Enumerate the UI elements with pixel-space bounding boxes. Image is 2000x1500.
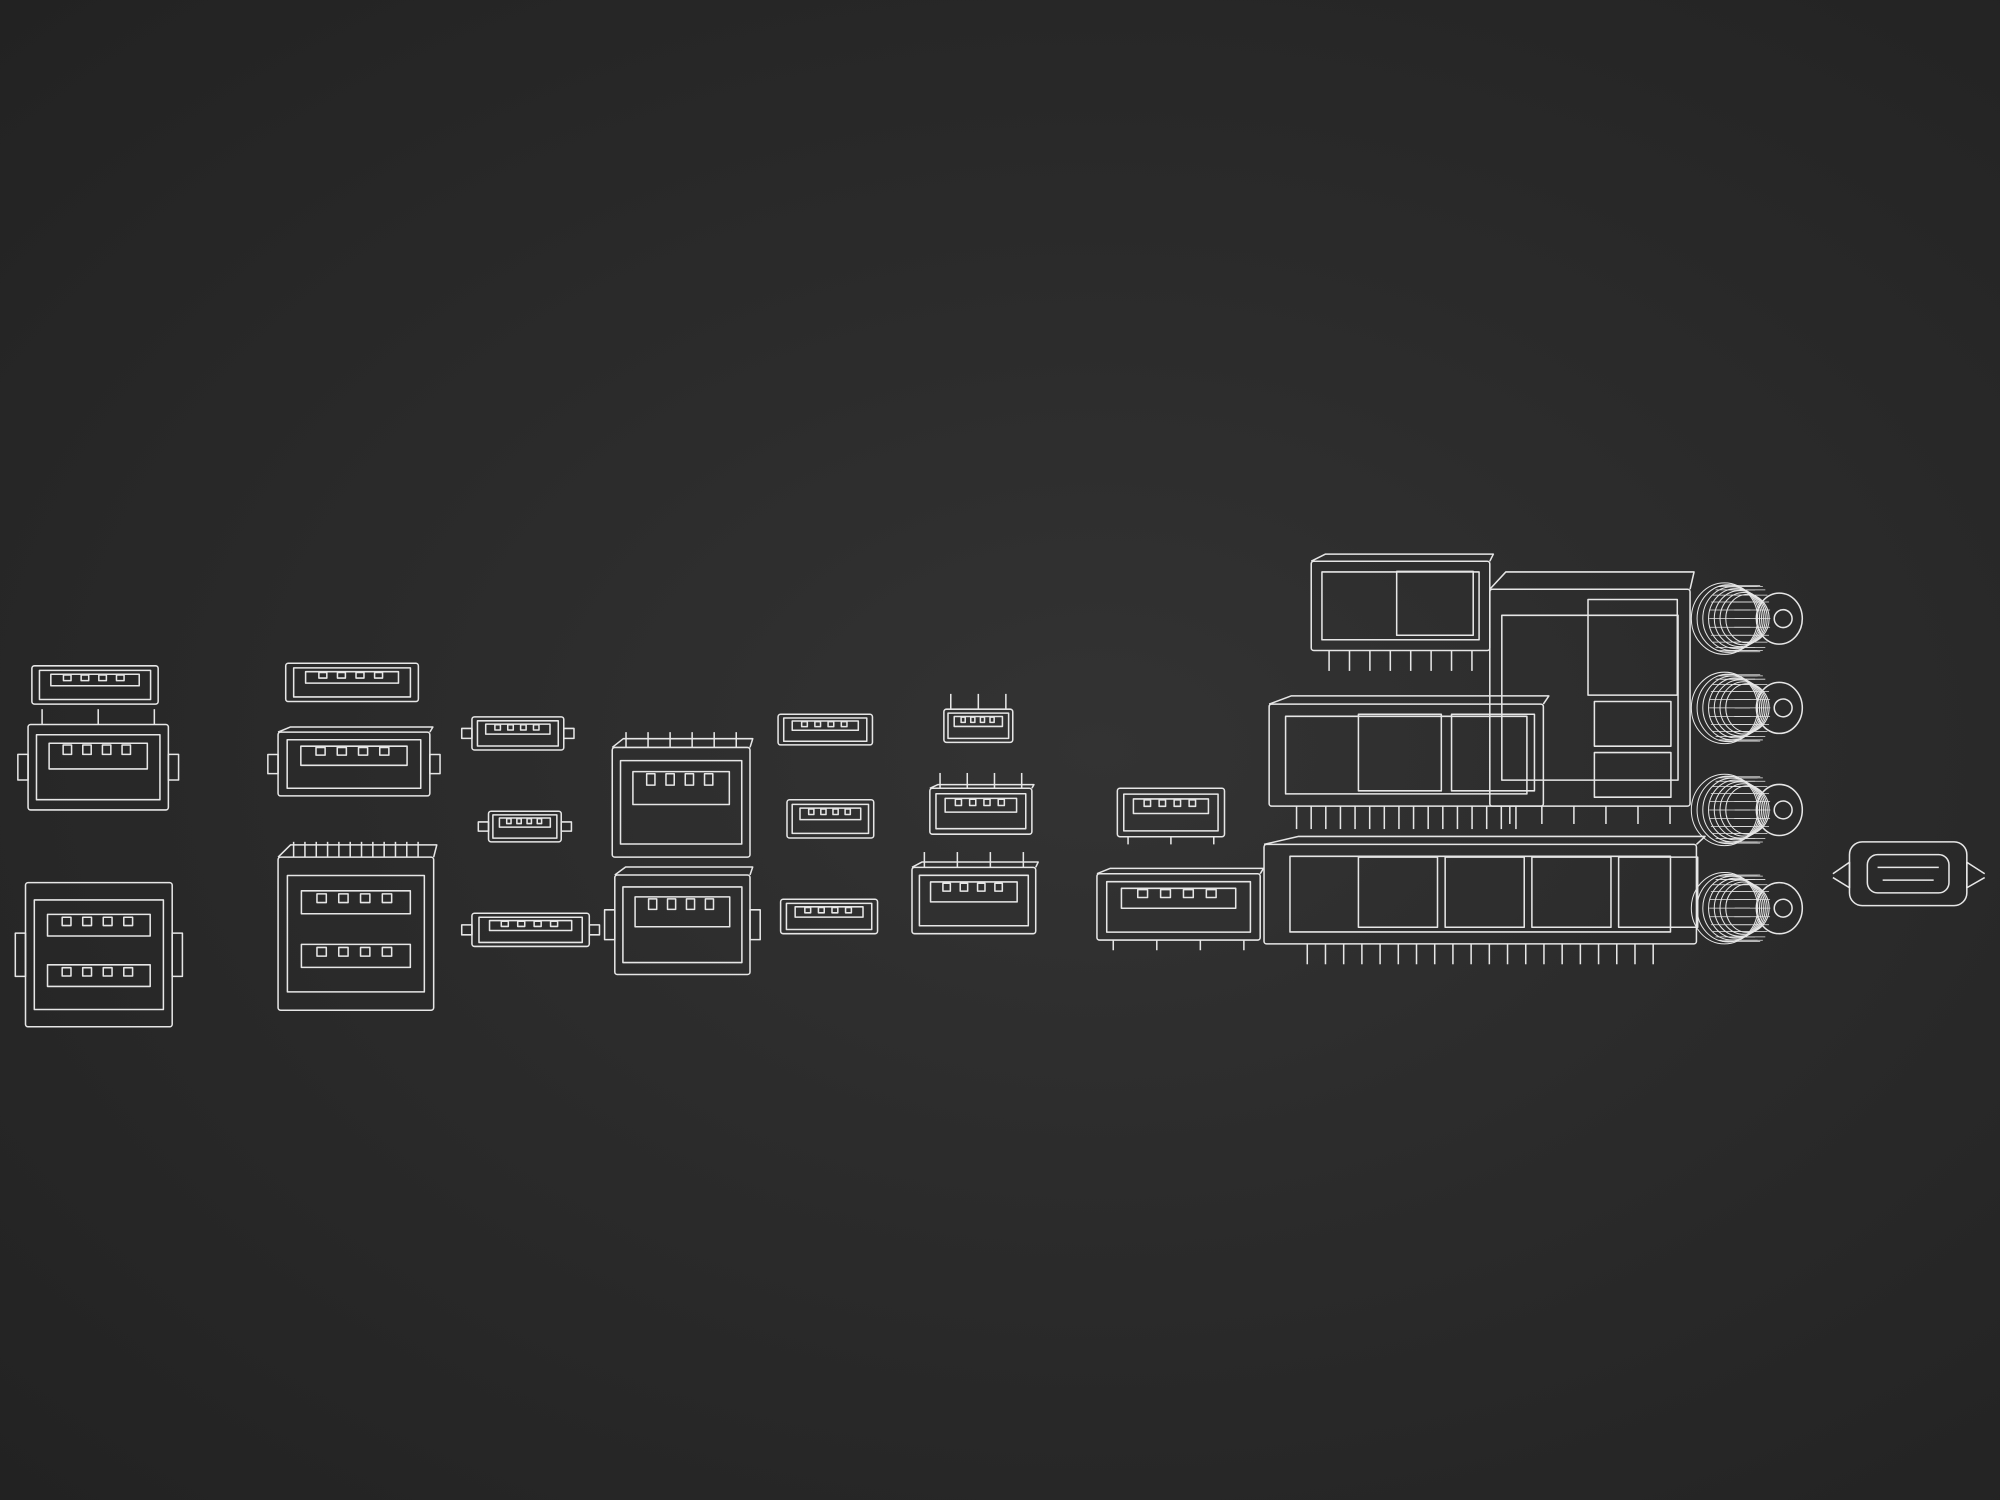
displayport-large-wireframe	[1096, 867, 1265, 951]
usb-a-vertical-wireframe	[17, 709, 180, 811]
usb-c-2-wireframe	[786, 798, 875, 839]
displayport-small-wireframe	[1116, 787, 1226, 845]
hdmi-large-wireframe	[911, 852, 1039, 935]
rca-jack-2-wireframe	[1690, 671, 1804, 745]
rj45-quad-wireframe	[1263, 835, 1706, 965]
usb-a-flat-2-wireframe	[284, 662, 420, 703]
rj45-single-wireframe	[1310, 553, 1495, 671]
usb-a-flat-wireframe	[31, 665, 159, 705]
usb-c-1-wireframe	[777, 713, 874, 746]
hdmi-medium-wireframe	[929, 772, 1035, 835]
rca-jack-3-wireframe	[1690, 773, 1804, 847]
micro-usb-wireframe	[477, 810, 573, 843]
usb-c-3-wireframe	[779, 898, 879, 935]
rca-jack-1-wireframe	[1690, 582, 1804, 655]
usb-b-wireframe	[603, 866, 761, 976]
usb-a-dual-stacked-wireframe	[277, 841, 438, 1011]
hdmi-mini-wireframe	[460, 716, 575, 751]
rj45-dual-wireframe	[1268, 695, 1550, 830]
db9-connector-wireframe	[1832, 841, 1986, 907]
rj45-usb-stack-wireframe	[1489, 571, 1695, 824]
micro-usb-3-wireframe	[460, 912, 601, 948]
rca-jack-4-wireframe	[1690, 871, 1804, 945]
usb-b-vertical-wireframe	[611, 732, 754, 858]
usb-a-dual-wireframe	[14, 881, 184, 1028]
usb-a-right-angle-wireframe	[267, 726, 441, 797]
hdmi-small-wireframe	[943, 693, 1014, 744]
